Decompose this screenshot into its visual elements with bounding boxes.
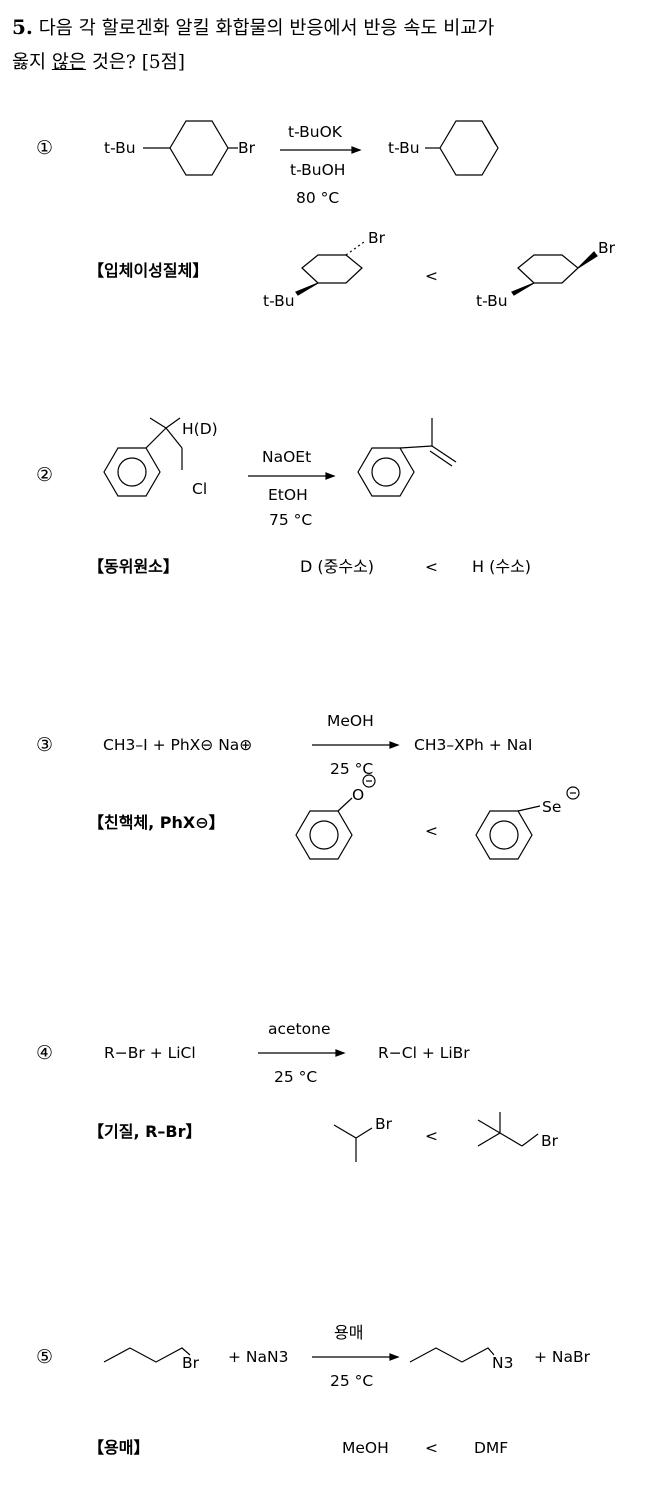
option-1: ① t-Bu Br t-BuOK t-BuOH 80 °C t-Bu 【입체이성… [36,120,616,310]
neopentyl-br: Br [541,1132,559,1150]
option-5-product-n3: N3 [492,1354,513,1372]
side-chain [145,427,167,449]
option-5-reactant-br: Br [182,1354,200,1372]
option-2-marker: ② [36,464,53,486]
option-5-marker: ⑤ [36,1346,53,1368]
option-3-reagent-bottom: 25 °C [330,760,373,778]
option-2-compare-symbol: < [425,558,438,576]
option-4-marker: ④ [36,1042,53,1064]
option-3-reaction-left: CH3–I + PhX⊖ Na⊕ [103,736,252,754]
option-4: ④ R−Br + LiCl acetone 25 °C R−Cl + LiBr … [36,1020,559,1162]
question-number: 5. [12,15,33,39]
option-5-compare-left: MeOH [342,1439,389,1457]
option-5-category: 【용매】 [88,1438,149,1457]
phenoxide-ring [295,810,353,860]
option-2-label-hd: H(D) [182,420,218,438]
option-4-category: 【기질, R–Br】 [88,1122,202,1141]
option-3-marker: ③ [36,734,53,756]
option-2: ② H(D) Cl NaOEt EtOH 75 °C 【동위원소】 D (중수소… [36,417,531,576]
question-text-3: 것은? [5점] [85,52,185,73]
option-4-reaction-right: R−Cl + LiBr [378,1044,470,1062]
option-4-reagent-bottom: 25 °C [274,1068,317,1086]
cis-tbu: t-Bu [476,292,508,310]
benzene-ring [103,447,161,497]
option-2-compare-right: H (수소) [472,557,531,576]
option-3-compare-symbol: < [425,822,438,840]
option-2-category: 【동위원소】 [88,557,179,576]
selenide-se: Se [542,798,561,816]
option-2-label-cl: Cl [192,480,207,498]
option-1-category: 【입체이성질체】 [88,261,208,280]
option-4-compare-symbol: < [425,1127,438,1145]
butyl-azide [409,1347,495,1363]
cis-isomer-ring [517,254,579,284]
option-1-reagent-top: t-BuOK [288,123,343,141]
option-1-marker: ① [36,137,53,159]
option-1-compare-symbol: < [425,267,438,285]
option-2-condition: 75 °C [269,511,312,529]
phenoxide-o: O [352,786,364,804]
cis-br: Br [598,239,616,257]
option-3-reaction-right: CH3–XPh + NaI [414,736,532,754]
option-3-category: 【친핵체, PhX⊖】 [88,813,225,832]
option-2-reagent-bottom: EtOH [268,486,308,504]
selenide-ring [475,810,533,860]
option-1-reagent-bottom: t-BuOH [290,161,345,179]
option-5-reagent-bottom: 25 °C [330,1372,373,1390]
trans-tbu: t-Bu [263,292,295,310]
trans-br: Br [368,229,386,247]
option-2-reagent-top: NaOEt [262,448,311,466]
cyclohexene-ring [439,120,499,176]
trans-isomer-ring [301,254,363,284]
option-5-reagent-top: 용매 [334,1323,363,1342]
isopropyl-br: Br [375,1115,393,1133]
option-3: ③ CH3–I + PhX⊖ Na⊕ MeOH 25 °C CH3–XPh + … [36,712,580,860]
option-1-reactant-tbu: t-Bu [104,139,136,157]
styrene-ring [357,447,415,497]
option-4-reaction-left: R−Br + LiCl [104,1044,196,1062]
question-text-1: 다음 각 할로겐화 알킬 화합물의 반응에서 반응 속도 비교가 [32,18,495,39]
option-3-reagent-top: MeOH [327,712,374,730]
option-1-condition: 80 °C [296,189,339,207]
question-underlined: 않은 [51,52,86,73]
option-2-compare-left: D (중수소) [300,557,374,576]
cyclohexane-ring [169,120,229,176]
option-1-reactant-br: Br [238,139,256,157]
option-5: ⑤ Br + NaN3 용매 25 °C N3 + NaBr 【용매】 MeOH… [36,1323,591,1457]
neopentyl-bromide [477,1119,501,1134]
option-5-plus-reagent: + NaN3 [228,1348,288,1366]
question-text-2: 옳지 [12,52,52,73]
option-1-product-tbu: t-Bu [388,139,420,157]
question-stem: 5. 다음 각 할로겐화 알킬 화합물의 반응에서 반응 속도 비교가 옳지 않… [12,10,662,80]
option-4-reagent-top: acetone [268,1020,330,1038]
butyl-bromide [103,1347,191,1363]
option-5-compare-right: DMF [474,1439,508,1457]
isopropyl-bromide [333,1124,357,1162]
option-5-compare-symbol: < [425,1439,438,1457]
option-5-plus-product: + NaBr [534,1348,591,1366]
